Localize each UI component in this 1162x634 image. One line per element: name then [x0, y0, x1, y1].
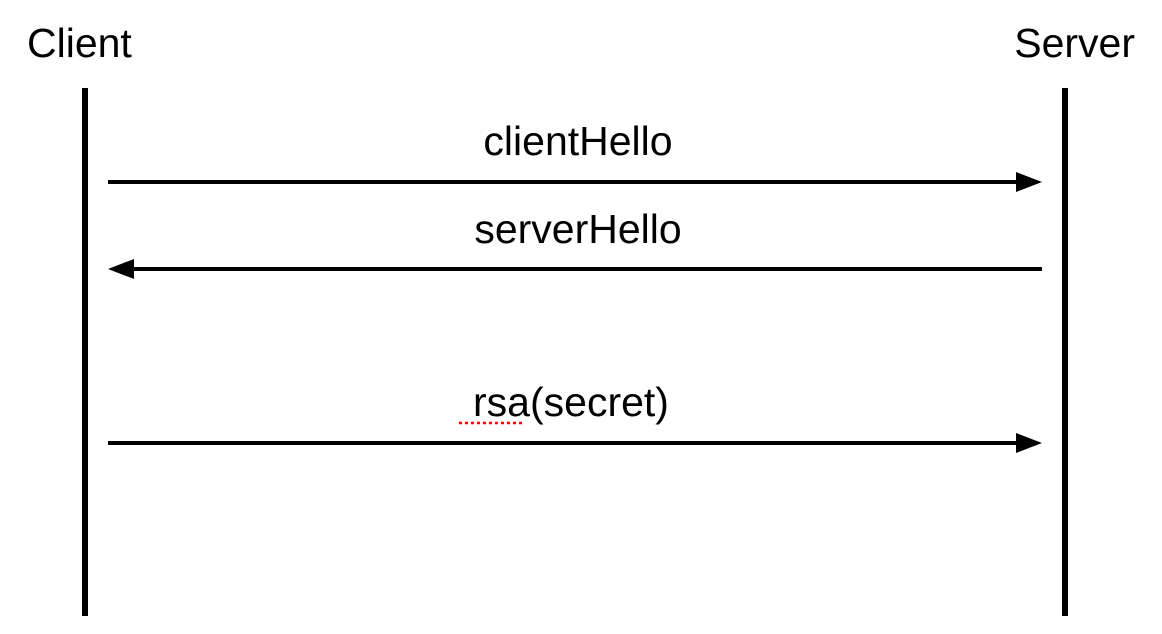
arrowhead-right-rsa-secret [1016, 433, 1042, 453]
message-label-rsa-secret: rsa(secret) [473, 379, 669, 425]
participant-label-server: Server [1014, 20, 1135, 66]
message-label-server-hello: serverHello [474, 206, 681, 252]
arrowhead-left-server-hello [108, 259, 134, 279]
arrowhead-right-client-hello [1016, 172, 1042, 192]
participant-label-client: Client [27, 20, 132, 66]
message-label-client-hello: clientHello [483, 118, 672, 164]
